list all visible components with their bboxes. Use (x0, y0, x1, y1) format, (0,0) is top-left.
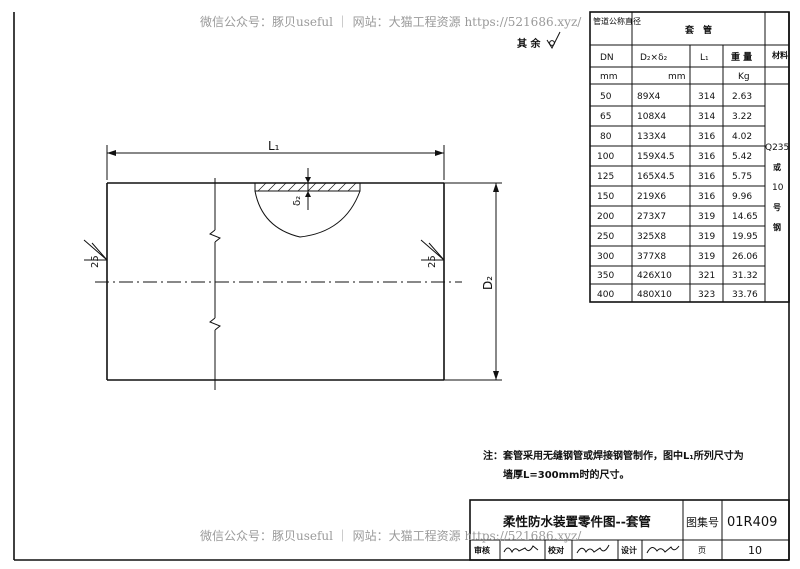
svg-text:89X4: 89X4 (637, 92, 661, 102)
svg-text:316: 316 (698, 172, 715, 182)
svg-text:319: 319 (698, 252, 715, 262)
table-row: 80 133X4 316 4.02 (600, 132, 752, 142)
table-head-weight: 重 量 (731, 51, 752, 63)
svg-text:314: 314 (698, 92, 715, 102)
svg-text:480X10: 480X10 (637, 290, 672, 300)
svg-text:319: 319 (698, 232, 715, 242)
check-signature-icon (576, 544, 610, 554)
svg-text:2.63: 2.63 (732, 92, 752, 102)
note-line-1: 注：套管采用无缝钢管或焊接钢管制作，图中L₁所列尺寸为 (483, 449, 744, 462)
thickness-label: δ₂ (292, 196, 303, 206)
svg-text:321: 321 (698, 271, 715, 281)
sleeve-drawing: δ₂ L₁ D₂ 25 25 (83, 139, 502, 390)
title-block (469, 499, 790, 561)
page-label: 页 (698, 546, 706, 555)
design-signature-icon (646, 545, 680, 554)
table-row: 50 89X4 314 2.63 (600, 92, 752, 102)
svg-text:400: 400 (597, 290, 614, 300)
table-unit-kg: Kg (738, 72, 750, 82)
svg-text:65: 65 (600, 112, 611, 122)
svg-text:200: 200 (597, 212, 614, 222)
svg-text:150: 150 (597, 192, 614, 202)
svg-text:108X4: 108X4 (637, 112, 666, 122)
page-number: 10 (748, 544, 762, 557)
table-row: 350 426X10 321 31.32 (597, 271, 758, 281)
svg-text:316: 316 (698, 132, 715, 142)
svg-text:或: 或 (773, 162, 781, 172)
svg-text:50: 50 (600, 92, 612, 102)
svg-text:377X8: 377X8 (637, 252, 666, 262)
drawing-title: 柔性防水装置零件图--套管 (502, 514, 651, 529)
svg-text:5.42: 5.42 (732, 152, 752, 162)
svg-text:165X4.5: 165X4.5 (637, 172, 675, 182)
review-signature-icon (503, 545, 539, 554)
table-row: 400 480X10 323 33.76 (597, 290, 758, 300)
table-unit-mm-2: mm (668, 72, 686, 82)
roughness-symbol-general-icon (546, 31, 561, 50)
table-head-dn: DN (600, 53, 614, 63)
roughness-right-icon (420, 239, 445, 261)
sleeve-table (589, 11, 790, 303)
svg-text:5.75: 5.75 (732, 172, 752, 182)
svg-text:号: 号 (773, 203, 781, 212)
table-row: 125 165X4.5 316 5.75 (597, 172, 752, 182)
table-row: 200 273X7 319 14.65 (597, 212, 758, 222)
table-head-sleeve: 套 管 (685, 24, 712, 36)
svg-text:314: 314 (698, 112, 715, 122)
svg-text:10: 10 (772, 183, 784, 193)
svg-text:Q235: Q235 (765, 143, 789, 153)
roughness-left-icon (83, 239, 108, 261)
svg-text:33.76: 33.76 (732, 290, 758, 300)
review-label: 审核 (474, 545, 490, 555)
svg-text:133X4: 133X4 (637, 132, 666, 142)
svg-text:4.02: 4.02 (732, 132, 752, 142)
dim-length-label: L₁ (268, 139, 280, 153)
svg-text:31.32: 31.32 (732, 271, 758, 281)
svg-text:100: 100 (597, 152, 614, 162)
svg-text:323: 323 (698, 290, 715, 300)
svg-text:钢: 钢 (773, 222, 781, 232)
svg-text:80: 80 (600, 132, 612, 142)
check-label: 校对 (548, 545, 564, 555)
svg-text:9.96: 9.96 (732, 192, 752, 202)
table-head-l1: L₁ (700, 53, 709, 63)
table-head-material: 材料 (772, 50, 788, 60)
table-row: 100 159X4.5 316 5.42 (597, 152, 752, 162)
table-row: 65 108X4 314 3.22 (600, 112, 752, 122)
svg-text:426X10: 426X10 (637, 271, 672, 281)
watermark-bottom: 微信公众号：豚贝useful ｜ 网站：大猫工程资源 https://52168… (200, 528, 582, 543)
svg-text:14.65: 14.65 (732, 212, 758, 222)
svg-text:3.22: 3.22 (732, 112, 752, 122)
svg-text:350: 350 (597, 271, 614, 281)
table-unit-mm: mm (600, 72, 618, 82)
roughness-left-value: 25 (90, 255, 101, 268)
svg-text:26.06: 26.06 (732, 252, 758, 262)
svg-text:219X6: 219X6 (637, 192, 666, 202)
svg-text:250: 250 (597, 232, 614, 242)
svg-text:19.95: 19.95 (732, 232, 758, 242)
table-row: 250 325X8 319 19.95 (597, 232, 758, 242)
surface-note: 其 余 (517, 37, 541, 50)
svg-text:316: 316 (698, 192, 715, 202)
roughness-right-value: 25 (427, 255, 438, 268)
table-head-nominal: 管道公称直径 (593, 16, 641, 26)
svg-text:316: 316 (698, 152, 715, 162)
table-head-d-delta: D₂×δ₂ (640, 53, 668, 63)
table-row: 300 377X8 319 26.06 (597, 252, 758, 262)
svg-text:300: 300 (597, 252, 614, 262)
svg-text:325X8: 325X8 (637, 232, 666, 242)
note-line-2: 墙厚L=300mm时的尺寸。 (503, 468, 629, 481)
svg-text:159X4.5: 159X4.5 (637, 152, 675, 162)
watermark-top: 微信公众号：豚贝useful ｜ 网站：大猫工程资源 https://52168… (200, 14, 582, 29)
material-label: Q235 或 10 号 钢 (765, 143, 789, 232)
table-row: 150 219X6 316 9.96 (597, 192, 752, 202)
svg-text:273X7: 273X7 (637, 212, 666, 222)
svg-text:125: 125 (597, 172, 614, 182)
atlas-label: 图集号 (686, 515, 719, 529)
design-label: 设计 (621, 545, 637, 555)
atlas-number: 01R409 (727, 515, 777, 530)
dim-diameter-label: D₂ (481, 276, 495, 290)
svg-text:319: 319 (698, 212, 715, 222)
